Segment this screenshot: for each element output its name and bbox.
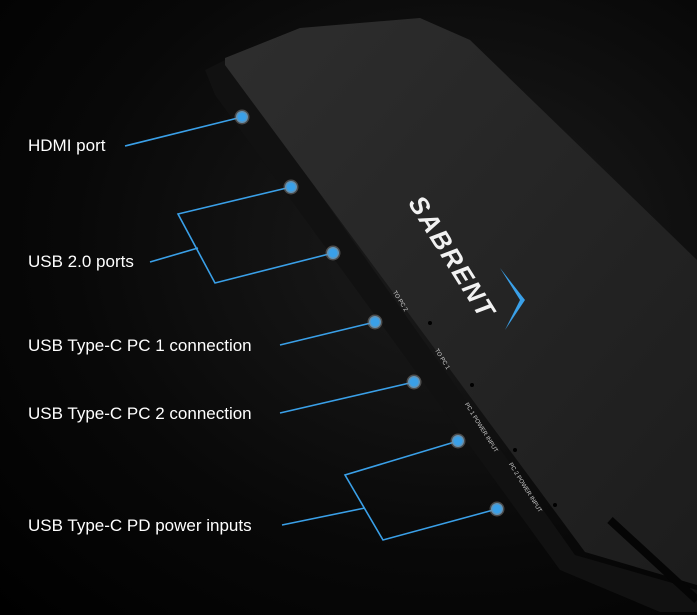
device-top xyxy=(225,18,697,585)
cable xyxy=(607,517,697,603)
indicator-leds xyxy=(428,321,557,507)
callout-pd-inputs: USB Type-C PD power inputs xyxy=(28,516,252,535)
logo-swoosh xyxy=(500,268,525,330)
device-side xyxy=(205,60,697,612)
callout-usbc-pc2: USB Type-C PC 2 connection xyxy=(28,404,252,423)
callout-usbc-pc1: USB Type-C PC 1 connection xyxy=(28,336,252,355)
callout-lines xyxy=(124,116,498,541)
callout-hdmi-port: HDMI port xyxy=(28,136,106,155)
port-markers xyxy=(234,109,505,517)
callout-usb2-ports: USB 2.0 ports xyxy=(28,252,134,271)
